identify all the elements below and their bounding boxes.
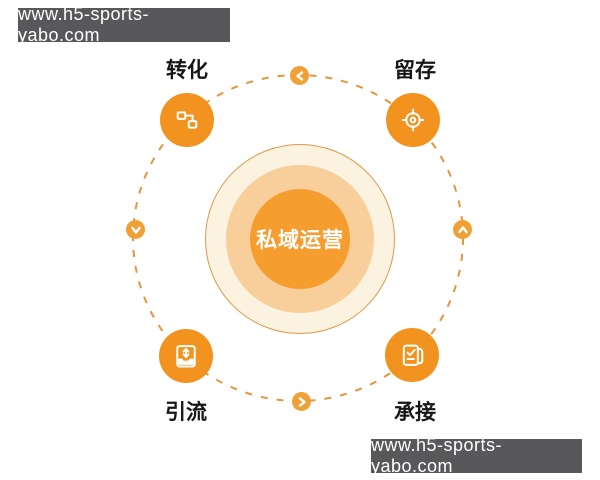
center-circle: 私域运营 <box>250 189 350 289</box>
inbox-arrows-icon <box>176 345 196 368</box>
target-icon <box>401 108 425 132</box>
center-label: 私域运营 <box>256 229 344 252</box>
flow-arrow-top <box>290 66 309 85</box>
flow-arrow-right <box>453 220 472 239</box>
chevron-down-icon <box>130 226 141 234</box>
node-conversion <box>160 93 214 147</box>
watermark-bottom-right: www.h5-sports-yabo.com <box>371 435 582 476</box>
checklist-icon <box>402 344 424 366</box>
node-label-reception: 承接 <box>394 401 436 424</box>
node-label-traffic: 引流 <box>165 401 207 424</box>
flow-arrow-left <box>126 220 145 239</box>
workflow-icon <box>176 111 198 129</box>
node-retention <box>386 93 440 147</box>
chevron-left-icon <box>295 70 303 81</box>
watermark-top-left: www.h5-sports-yabo.com <box>18 4 230 45</box>
node-reception <box>385 328 439 382</box>
node-traffic <box>159 329 213 383</box>
chevron-up-icon <box>457 225 468 233</box>
node-label-retention: 留存 <box>394 59 436 82</box>
flow-arrow-bottom <box>292 392 311 411</box>
chevron-right-icon <box>298 396 306 407</box>
node-label-conversion: 转化 <box>166 59 208 82</box>
